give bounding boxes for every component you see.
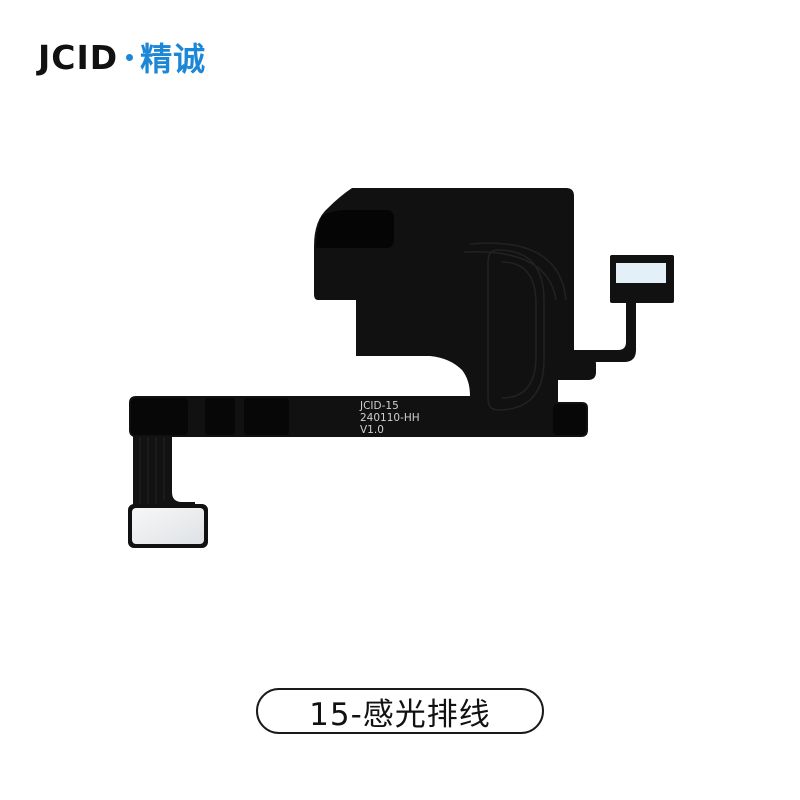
body-trace-loop bbox=[463, 242, 567, 411]
brand-chinese-name: 精诚 bbox=[140, 40, 207, 78]
marking-line-2: 240110-HH bbox=[360, 412, 420, 424]
brand-separator-dot bbox=[126, 53, 134, 61]
cable-horizontal-strip bbox=[129, 396, 588, 437]
right-connector-pad bbox=[610, 255, 674, 303]
cable-left-tail-traces bbox=[139, 435, 165, 505]
cable-stiffener-blocks bbox=[131, 398, 586, 435]
bottom-contact-pad bbox=[128, 504, 208, 548]
brand-name: JCID bbox=[38, 37, 119, 77]
marking-line-3: V1.0 bbox=[360, 424, 384, 436]
marking-line-1: JCID-15 bbox=[359, 400, 399, 412]
body-stiffener bbox=[316, 210, 394, 248]
caption-pill: 15-感光排线 bbox=[256, 688, 544, 734]
brand-logo: JCID 精诚 bbox=[38, 32, 206, 82]
cable-marking: JCID-15 240110-HH V1.0 bbox=[359, 400, 420, 436]
caption-label: 15-感光排线 bbox=[309, 696, 491, 733]
